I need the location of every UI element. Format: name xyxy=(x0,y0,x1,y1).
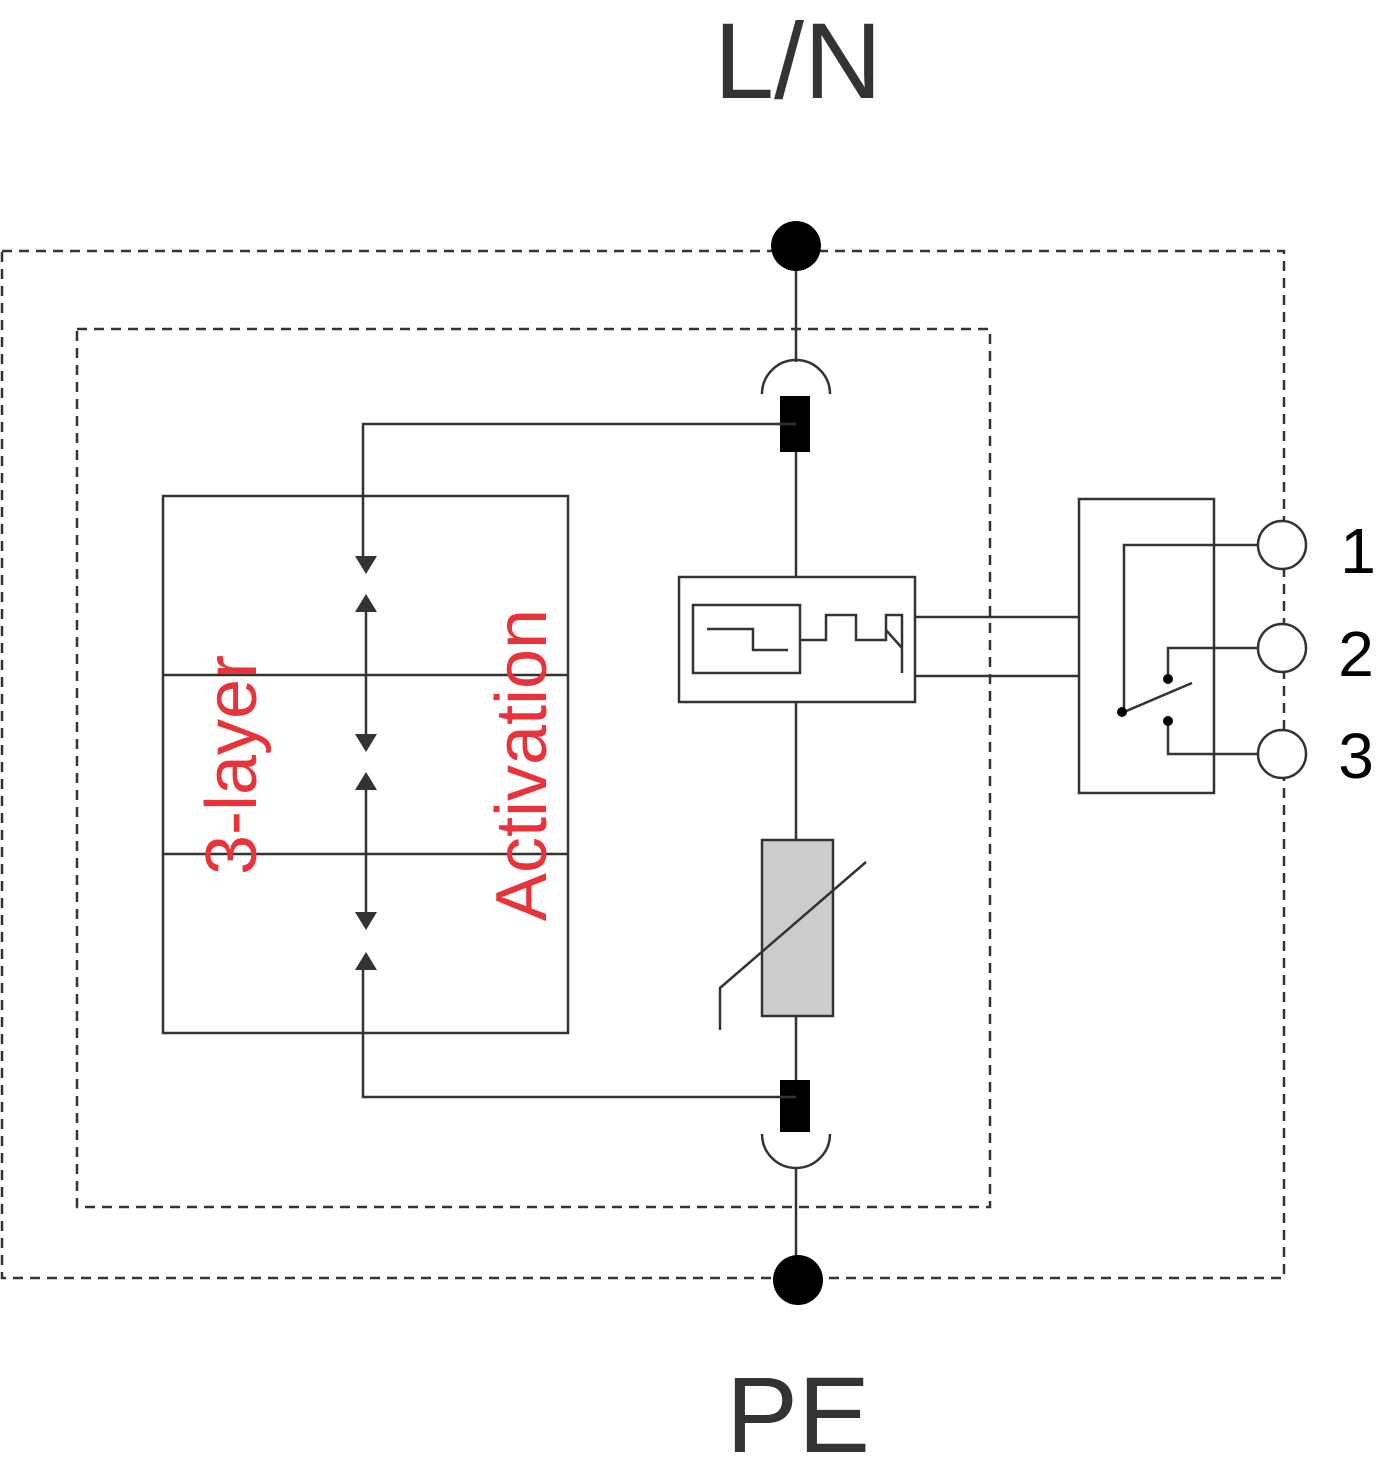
lower-disconnect-cup xyxy=(760,1133,832,1170)
upper-trigger-line xyxy=(361,422,796,560)
ln-terminal-label: L/N xyxy=(714,0,882,121)
arrowhead-down-1 xyxy=(355,556,377,574)
contact-label-1: 1 xyxy=(1340,515,1376,587)
ln-terminal-dot xyxy=(771,221,821,271)
arrowhead-up-2 xyxy=(355,772,377,790)
outer-housing-boundary xyxy=(0,249,1286,1280)
contact-label-3: 3 xyxy=(1338,720,1374,792)
arrowhead-down-3 xyxy=(355,912,377,930)
inner-module-boundary xyxy=(75,327,992,1209)
activation-arrowheads xyxy=(355,556,377,970)
contact-label-2: 2 xyxy=(1338,618,1374,690)
varistor xyxy=(760,838,835,1018)
three-layer-label: 3-layer xyxy=(192,655,272,875)
monitoring-unit xyxy=(677,575,917,704)
arrowhead-down-2 xyxy=(355,734,377,752)
upper-disconnect-cup xyxy=(760,358,832,395)
varistor-characteristic-line xyxy=(718,861,867,1030)
pe-terminal-label: PE xyxy=(726,1354,870,1460)
contact-terminal-3 xyxy=(1256,728,1308,780)
lower-trigger-line xyxy=(361,968,796,1099)
arrowhead-up-3 xyxy=(355,952,377,970)
remote-contact-box xyxy=(1077,497,1216,795)
switch-contact-dots xyxy=(1117,674,1173,726)
lower-disconnect-block xyxy=(780,1080,810,1132)
activation-label: Activation xyxy=(482,609,562,921)
changeover-switch xyxy=(1122,543,1280,756)
arrowhead-up-1 xyxy=(355,594,377,612)
contact-terminal-1 xyxy=(1256,519,1308,571)
contact-terminal-2 xyxy=(1256,622,1308,674)
pe-terminal-dot xyxy=(773,1255,823,1305)
signal-lines xyxy=(915,615,1079,678)
